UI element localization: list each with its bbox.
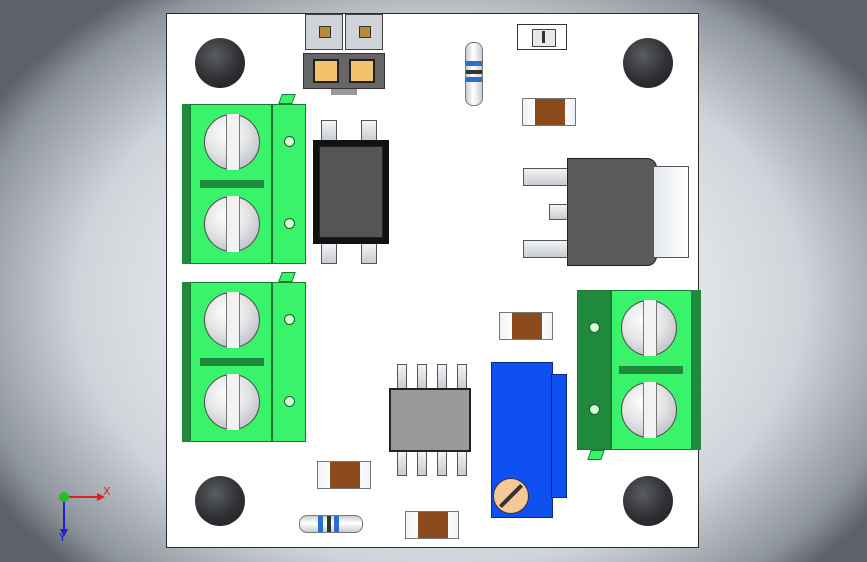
axial-resistor-bottom[interactable] (299, 515, 363, 533)
optocoupler-ic[interactable] (313, 120, 391, 264)
axial-resistor-top[interactable] (465, 42, 483, 106)
terminal-block-left-top[interactable] (182, 94, 306, 266)
screw-icon[interactable] (204, 292, 260, 348)
pcb-board[interactable] (166, 13, 701, 548)
terminal-block-right[interactable] (577, 290, 701, 462)
jumper-header[interactable] (303, 14, 387, 96)
voltage-regulator[interactable] (523, 158, 689, 268)
trimmer-potentiometer[interactable] (491, 362, 571, 518)
axis-y-label: Y (59, 531, 66, 544)
mounting-hole-top-right (623, 38, 673, 88)
terminal-block-left-bottom[interactable] (182, 272, 306, 444)
soic8-ic[interactable] (389, 364, 473, 476)
smd-resistor-r3[interactable] (317, 461, 371, 489)
smd-resistor-r1[interactable] (522, 98, 576, 126)
screw-icon[interactable] (621, 382, 677, 438)
smd-led[interactable] (517, 24, 567, 50)
screw-icon[interactable] (204, 196, 260, 252)
screw-icon[interactable] (621, 300, 677, 356)
smd-resistor-r4[interactable] (405, 511, 459, 539)
mounting-hole-top-left (195, 38, 245, 88)
axis-triad: X Y (45, 483, 115, 544)
trimmer-knob-icon[interactable] (493, 478, 529, 514)
axis-x-label: X (103, 485, 111, 498)
screw-icon[interactable] (204, 114, 260, 170)
mounting-hole-bottom-left (195, 476, 245, 526)
screw-icon[interactable] (204, 374, 260, 430)
smd-resistor-r2[interactable] (499, 312, 553, 340)
mounting-hole-bottom-right (623, 476, 673, 526)
